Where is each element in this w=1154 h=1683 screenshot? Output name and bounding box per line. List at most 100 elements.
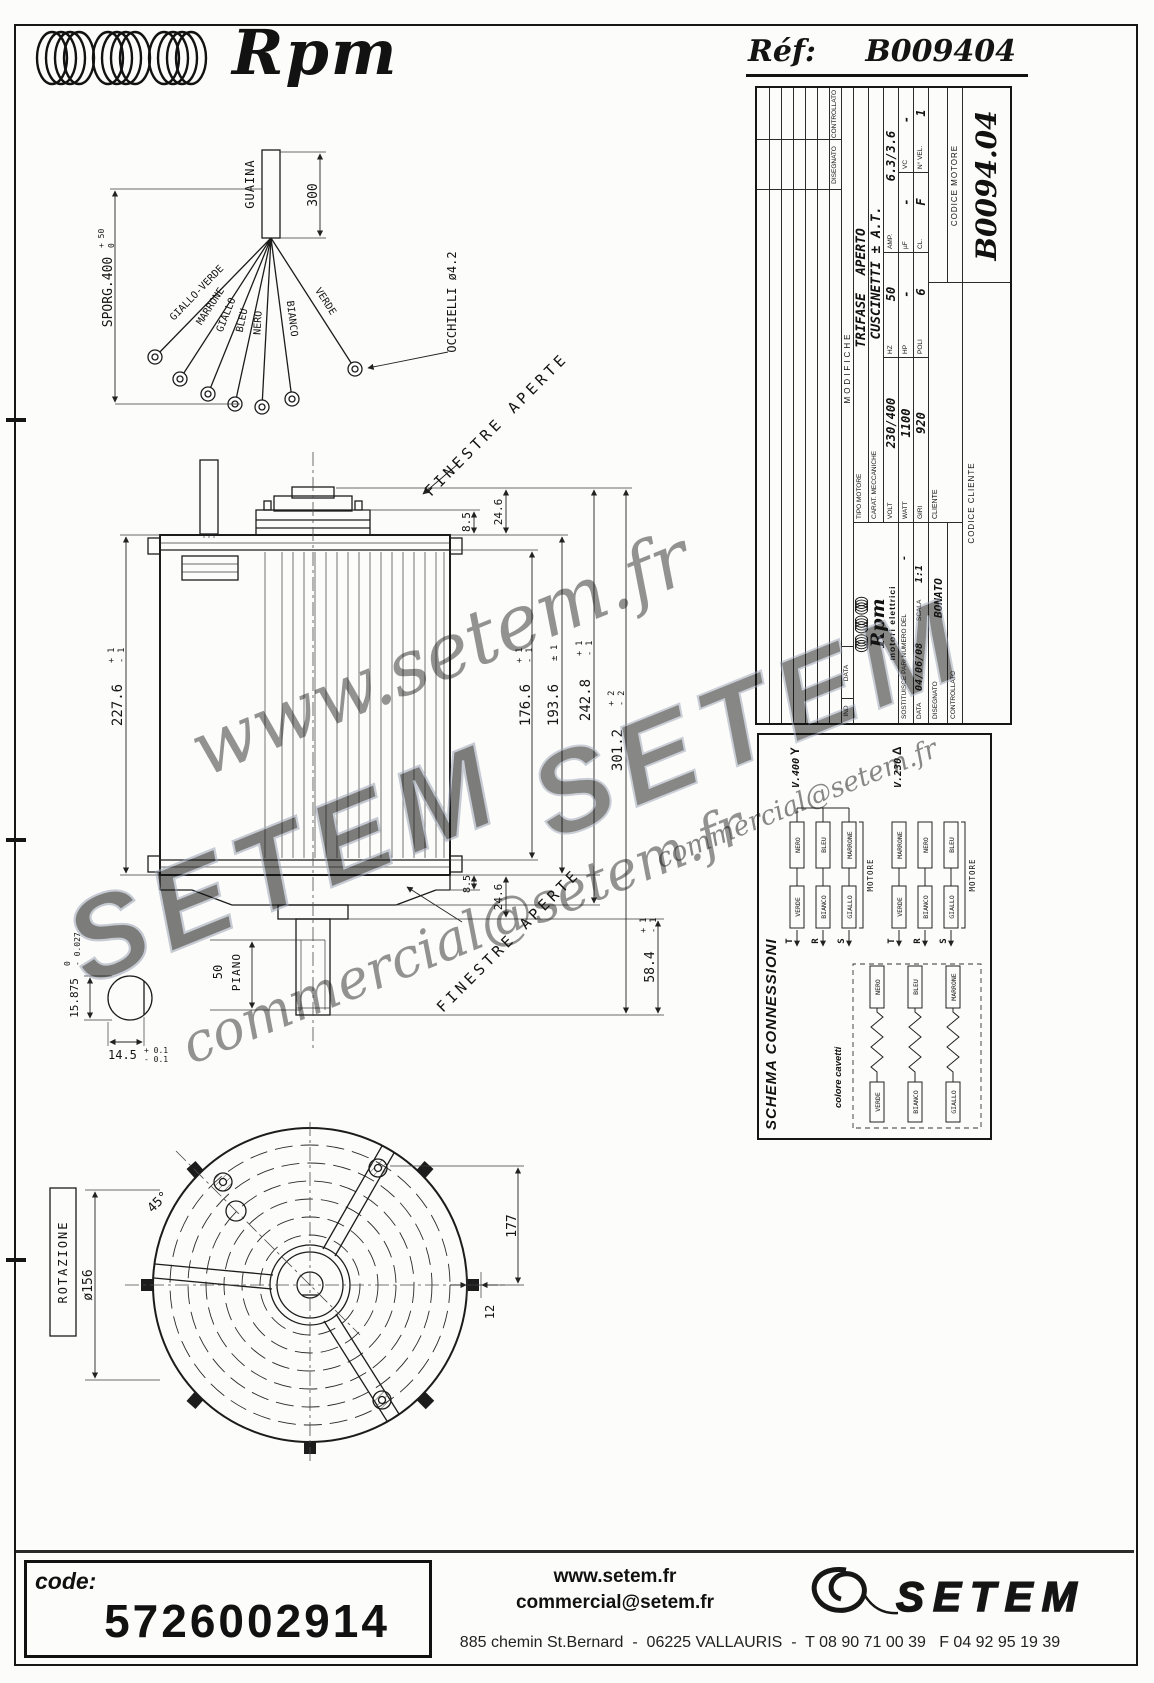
fold-mark xyxy=(6,1258,26,1262)
carat-label: CARAT. MECCANICHE xyxy=(871,450,878,519)
sostituisce-value: - xyxy=(899,554,910,561)
reference-block: Réf: B009404 xyxy=(746,34,1028,77)
cl-label: CL. xyxy=(917,238,924,249)
wire-colour-resistor-diagram: VERDE NERO BIANCO BLEU GIALLO MARRONE xyxy=(852,963,982,1129)
ref-value: B009404 xyxy=(865,34,1016,69)
nvel-value: 1 xyxy=(914,109,928,117)
wire-box-label: BLEU xyxy=(912,979,920,995)
disegnato-value: BONATO xyxy=(932,578,945,618)
motore-label: MOTORE xyxy=(866,858,875,891)
ref-label: Réf: xyxy=(748,34,816,69)
modifiche-header: MODIFICHE xyxy=(842,331,852,404)
code-value: 5726002914 xyxy=(104,1595,390,1647)
codice-motore-value: B0094.04 xyxy=(969,110,1003,261)
poli-label: POLI xyxy=(917,339,924,354)
svg-text:+ 1: + 1 xyxy=(575,641,585,656)
svg-text:- 1: - 1 xyxy=(525,648,535,663)
svg-text:- 1: - 1 xyxy=(585,641,595,656)
dim-227-label: 227.6 + 1 - 1 xyxy=(107,648,127,726)
tipo-motore-label: TIPO MOTORE xyxy=(856,473,863,519)
rev-disegnato-header: DISEGNATO xyxy=(831,146,839,184)
amp-value: 6.3/3.6 xyxy=(884,130,898,182)
dim-176-label: 176.6 + 1 - 1 xyxy=(515,648,535,726)
rev-ind-header: IND xyxy=(843,705,851,717)
fold-mark xyxy=(6,838,26,842)
cliente-label: CLIENTE xyxy=(932,489,939,519)
svg-text:± 1: ± 1 xyxy=(550,645,560,661)
svg-text:+ 0.1: + 0.1 xyxy=(144,1046,168,1055)
svg-text:0: 0 xyxy=(63,961,72,966)
piano-label: PIANO xyxy=(230,953,243,991)
dim-12-label: 12 xyxy=(483,1305,497,1319)
wire-label: BLEU xyxy=(235,308,251,334)
sheath xyxy=(261,149,281,239)
svg-text:+ 1: + 1 xyxy=(107,648,117,663)
hz-label: HZ xyxy=(887,345,894,354)
rpm-coils-small-icon xyxy=(855,596,869,653)
svg-text:15.875: 15.875 xyxy=(68,978,81,1018)
giri-label: GIRI xyxy=(917,505,924,519)
wire-box-label: VERDE xyxy=(896,897,904,917)
svg-text:242.8: 242.8 xyxy=(578,679,594,721)
rpm-brand-title: Rpm xyxy=(232,16,399,89)
motor-front-view: ROTAZIONE ø156 177 12 45° xyxy=(49,1122,524,1465)
nvel-label: N° VEL. xyxy=(917,145,924,169)
tipo-motore-value: TRIFASE APERTO xyxy=(853,228,869,348)
terminal-wire-bundle xyxy=(199,459,219,538)
sheet-frame xyxy=(14,24,1138,1666)
codice-cliente-label: CODICE CLIENTE xyxy=(966,462,976,544)
dim-246-bot-label: 24.6 xyxy=(492,884,505,911)
dimension-lines xyxy=(86,463,662,1046)
wire-box-label: BIANCO xyxy=(922,895,930,919)
schema-title: SCHEMA CONNESSIONI xyxy=(763,938,780,1130)
terminal-letter: S xyxy=(837,938,847,943)
finestre-aperte-top-label: FINESTRE APERTE xyxy=(421,349,572,500)
setem-swirl-icon xyxy=(811,1567,899,1615)
bottom-shield-and-shaft xyxy=(159,875,451,1016)
dim-2428-label: 242.8 + 1 - 1 xyxy=(575,641,595,721)
dim-1936-label: 193.6 ± 1 xyxy=(546,645,562,726)
delta-connection-diagram: T R S VERDE MARRONE BIANCO NERO GIALLO B… xyxy=(887,821,977,947)
title-block: DISEGNATO CONTROLLATO IND DATA MODIFICHE… xyxy=(755,86,1012,725)
dim-584-label: 58.4 + 1 - 1 xyxy=(639,918,659,983)
terminal-letter: T xyxy=(887,938,897,944)
wire-box-label: VERDE xyxy=(874,1092,882,1112)
setem-logo-text: SETEM xyxy=(896,1573,1086,1620)
svg-text:14.5: 14.5 xyxy=(108,1048,137,1062)
setem-logo: SETEM xyxy=(811,1567,1086,1621)
terminal-letter: R xyxy=(811,938,821,944)
front-centerlines xyxy=(125,1122,505,1465)
wire-label: NERO xyxy=(252,311,264,336)
titleblock-brand-sub: motori elettrici xyxy=(887,585,898,661)
rpm-coils-logo-icon xyxy=(35,30,208,86)
wire-box-label: GIALLO xyxy=(948,895,956,919)
cable-dimensions xyxy=(110,151,449,405)
watt-label: WATT xyxy=(902,501,909,519)
wire-box-label: NERO xyxy=(922,837,930,853)
titleblock-brand: Rpm xyxy=(867,598,890,648)
wire-box-label: NERO xyxy=(874,979,882,995)
rotazione-label: ROTAZIONE xyxy=(56,1220,70,1303)
vc-label: VC xyxy=(902,159,909,169)
hp-label: HP xyxy=(902,344,909,354)
svg-text:+ 50: + 50 xyxy=(97,229,106,248)
poli-value: 6 xyxy=(914,288,928,296)
delta-symbol: Δ xyxy=(890,746,904,756)
carat-value: CUSCINETTI ± A.T. xyxy=(868,206,884,340)
fold-mark xyxy=(6,418,26,422)
delta-voltage-label: V.230 Δ xyxy=(890,746,904,788)
watt-value: 1100 xyxy=(899,408,913,438)
dim-85-top-label: 8.5 xyxy=(460,512,473,532)
motore-label: MOTORE xyxy=(968,858,977,891)
scala-label: SCALA xyxy=(916,599,923,621)
svg-text:SPORG.400: SPORG.400 xyxy=(101,257,116,327)
hp-value: - xyxy=(899,290,913,298)
data-label: DATA xyxy=(916,702,923,719)
extension-lines xyxy=(84,487,664,1046)
svg-text:58.4: 58.4 xyxy=(643,951,658,982)
footer-address: 885 chemin St.Bernard - 06225 VALLAURIS … xyxy=(459,1634,1061,1651)
wire-box-label: VERDE xyxy=(794,897,802,917)
cl-value: F xyxy=(914,198,928,206)
code-label: code: xyxy=(35,1568,97,1594)
